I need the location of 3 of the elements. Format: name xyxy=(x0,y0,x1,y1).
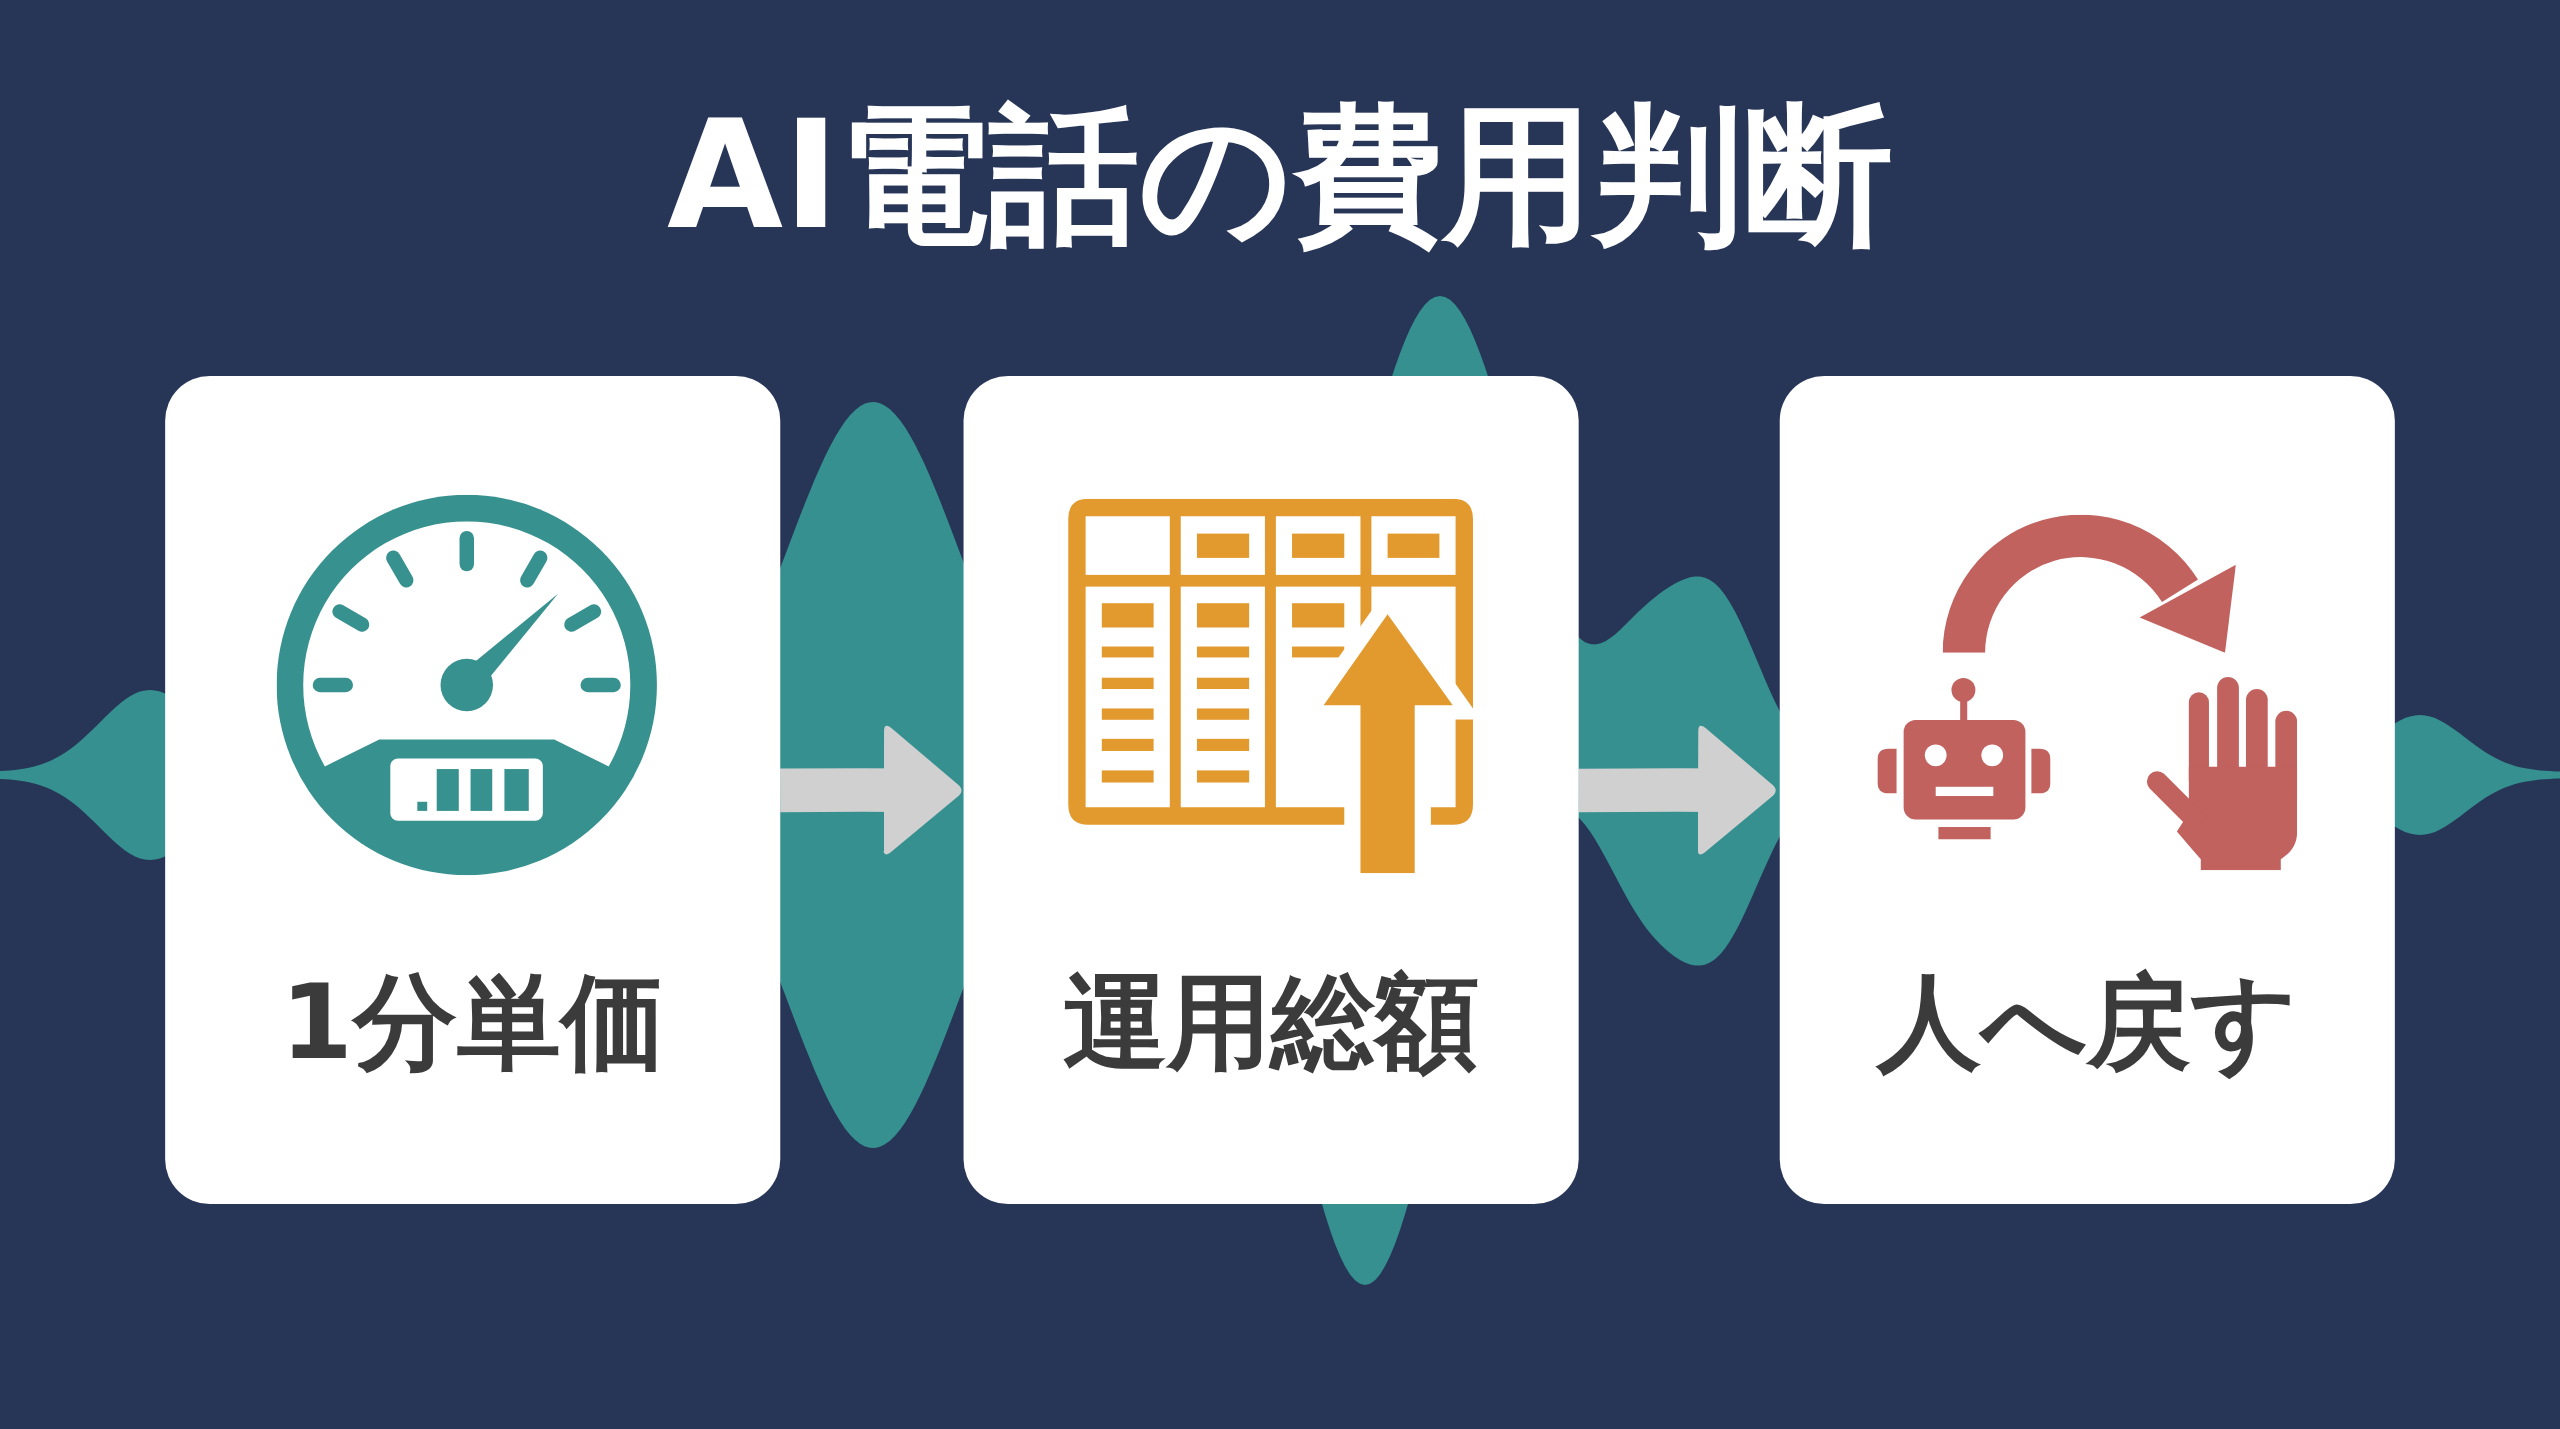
step-label: 運用総額 xyxy=(1062,960,1481,1085)
step-label: 人へ戻す xyxy=(1874,960,2299,1085)
step-label: 1分単価 xyxy=(279,960,666,1085)
